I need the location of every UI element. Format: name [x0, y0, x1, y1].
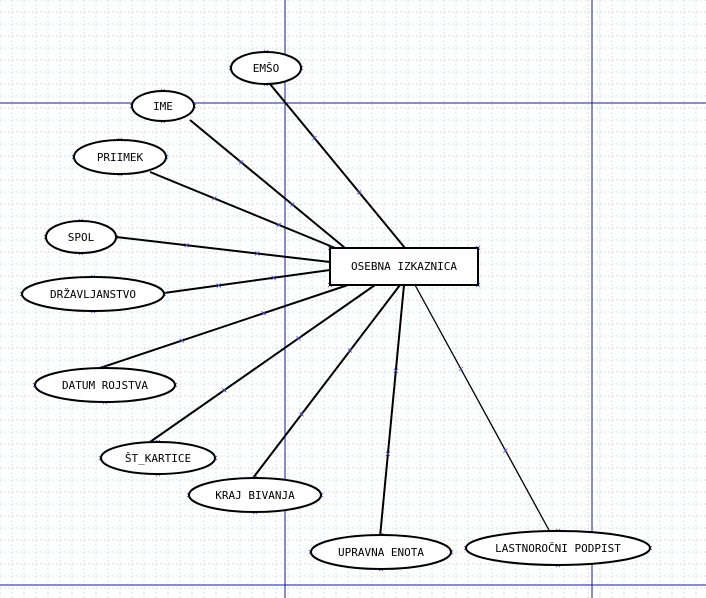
entity-osebna-izkaznica[interactable]: OSEBNA IZKAZNICA: [329, 247, 479, 286]
attribute-st-kartice[interactable]: ŠT_KARTICE: [100, 441, 216, 475]
relationship-lines: [99, 83, 551, 538]
connection-marker: [179, 338, 185, 343]
attribute-datum-rojstva[interactable]: DATUM ROJSTVA: [34, 367, 176, 403]
connection-marker: [290, 202, 295, 207]
edge-upravna-enota[interactable]: [379, 284, 405, 538]
connection-marker: [393, 368, 399, 373]
attribute-kraj-bivanja[interactable]: KRAJ BIVANJA: [188, 477, 322, 513]
attribute-label: DATUM ROJSTVA: [62, 379, 148, 392]
attribute-priimek[interactable]: PRIIMEK: [73, 139, 167, 175]
connection-marker: [356, 189, 362, 195]
connection-marker: [221, 387, 227, 393]
connection-marker: [458, 366, 464, 372]
connection-marker: [184, 242, 189, 248]
connection-marker: [296, 336, 301, 341]
attribute-spol[interactable]: SPOL: [45, 220, 117, 254]
attribute-ime[interactable]: IME: [131, 90, 195, 122]
connection-marker: [261, 310, 266, 316]
attribute-lastnorocni-podpis[interactable]: LASTNOROČNI PODPIST: [465, 530, 651, 566]
connection-marker: [299, 412, 304, 417]
connection-marker: [385, 451, 391, 457]
edge-datum-rojstva[interactable]: [99, 284, 349, 369]
edge-kraj-bivanja[interactable]: [252, 284, 401, 479]
attribute-label: LASTNOROČNI PODPIST: [495, 542, 621, 555]
connection-marker: [254, 251, 260, 256]
edge-emso[interactable]: [269, 83, 406, 249]
connection-marker: [347, 348, 353, 353]
connection-marker: [271, 275, 276, 281]
connection-marker: [216, 283, 222, 288]
attribute-label: PRIIMEK: [97, 151, 144, 164]
attribute-label: IME: [153, 100, 173, 113]
edge-st-kartice[interactable]: [149, 284, 376, 443]
connection-marker: [276, 222, 281, 228]
attribute-drzavljanstvo[interactable]: DRŽAVLJANSTVO: [21, 276, 165, 312]
attribute-label: UPRAVNA ENOTA: [338, 546, 424, 559]
edge-drzavljanstvo[interactable]: [163, 269, 331, 294]
attribute-label: ŠT_KARTICE: [125, 452, 191, 465]
edge-spol[interactable]: [115, 236, 331, 263]
attribute-emso[interactable]: EMŠO: [230, 51, 302, 85]
entity-label: OSEBNA IZKAZNICA: [351, 260, 457, 273]
connection-marker: [212, 196, 217, 201]
attribute-label: SPOL: [68, 231, 95, 244]
attribute-label: KRAJ BIVANJA: [215, 489, 295, 502]
connection-marker: [503, 448, 508, 453]
edge-lastnorocni-podpis[interactable]: [414, 284, 551, 533]
connection-marker: [312, 135, 317, 141]
edge-ime[interactable]: [189, 119, 346, 249]
attribute-label: EMŠO: [253, 62, 280, 75]
edge-priimek[interactable]: [149, 171, 346, 253]
connection-marker: [238, 159, 244, 165]
attribute-label: DRŽAVLJANSTVO: [50, 288, 136, 301]
attribute-upravna-enota[interactable]: UPRAVNA ENOTA: [310, 534, 452, 570]
